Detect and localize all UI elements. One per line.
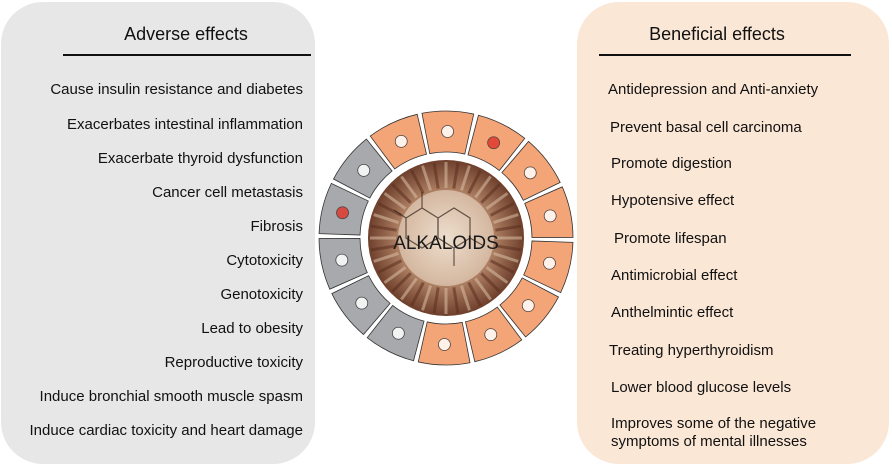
neuron-icon xyxy=(441,125,454,138)
brain-icon xyxy=(484,328,498,342)
core-ridge xyxy=(460,285,471,311)
worm-icon xyxy=(391,326,405,340)
core-ridge xyxy=(377,259,403,274)
beneficial-item: Promote digestion xyxy=(611,155,732,172)
adverse-item: Cancer cell metastasis xyxy=(152,184,303,201)
alkaloid-ring-svg: ALKALOIDS xyxy=(318,110,574,366)
thyroid-icon xyxy=(394,134,408,148)
core-ridge xyxy=(432,287,440,314)
core-ridge xyxy=(480,272,501,293)
cells-grey-icon xyxy=(336,206,349,220)
adverse-item: Lead to obesity xyxy=(201,320,303,337)
core-ridge xyxy=(495,244,522,252)
core-ridge xyxy=(432,162,440,189)
beneficial-item: Antimicrobial effect xyxy=(611,267,738,284)
core-ridge xyxy=(452,287,460,314)
adverse-item: Reproductive toxicity xyxy=(164,354,303,371)
beneficial-item: Hypotensive effect xyxy=(611,192,735,209)
core-ridge xyxy=(489,202,515,217)
alkaloids-label: ALKALOIDS xyxy=(393,233,499,254)
core-ridge xyxy=(485,266,509,284)
core-ridge xyxy=(493,213,519,224)
beneficial-effects-panel: Beneficial effects Antidepression and An… xyxy=(577,2,889,464)
adverse-item: Cytotoxicity xyxy=(226,252,303,269)
bacteria-icon xyxy=(521,299,535,313)
alkaloid-structure-icon xyxy=(393,192,485,266)
core-ridge xyxy=(373,213,399,224)
core-ridge xyxy=(485,192,509,210)
beneficial-item: Promote lifespan xyxy=(614,230,727,247)
core-ridge xyxy=(370,224,397,232)
muscle-fiber-icon xyxy=(543,209,557,223)
core-ridge xyxy=(421,165,432,191)
beneficial-item: Improves some of the negative symptoms o… xyxy=(611,415,817,450)
adverse-item: Exacerbates intestinal inflammation xyxy=(67,116,303,133)
core-ridge xyxy=(421,285,432,311)
core-highlight xyxy=(398,190,494,286)
organ-icon xyxy=(335,253,349,267)
effect-segments-ring xyxy=(318,110,574,366)
adverse-item: Induce bronchial smooth muscle spasm xyxy=(39,388,303,405)
beneficial-item: Prevent basal cell carcinoma xyxy=(610,119,802,136)
adverse-effects-panel: Adverse effects Cause insulin resistance… xyxy=(1,2,315,464)
core-texture xyxy=(370,162,522,314)
core-ridge xyxy=(391,183,412,204)
beneficial-effects-title: Beneficial effects xyxy=(649,24,785,44)
core-ridge xyxy=(400,277,418,301)
sperm-icon xyxy=(355,296,369,310)
core-ridge xyxy=(377,202,403,217)
beneficial-item: Treating hyperthyroidism xyxy=(609,342,774,359)
core-ridge xyxy=(493,252,519,263)
core-ridge xyxy=(373,252,399,263)
adverse-item: Induce cardiac toxicity and heart damage xyxy=(29,422,304,439)
adverse-title-rule xyxy=(63,54,311,56)
core-ridge xyxy=(460,165,471,191)
adverse-item: Genotoxicity xyxy=(220,286,303,303)
adverse-item: Fibrosis xyxy=(250,218,303,235)
beneficial-item: Anthelmintic effect xyxy=(611,304,734,321)
core-ridge xyxy=(383,192,407,210)
adverse-effects-title: Adverse effects xyxy=(124,24,248,44)
adverse-item: Exacerbate thyroid dysfunction xyxy=(97,150,303,167)
core-ridge xyxy=(489,259,515,274)
core-ridge xyxy=(391,272,412,293)
bone-icon xyxy=(438,338,451,351)
core-ridge xyxy=(383,266,407,284)
core-ridge xyxy=(370,244,397,252)
beneficial-item: Lower blood glucose levels xyxy=(611,379,792,396)
cells-icon xyxy=(487,136,501,150)
elderly-person-icon xyxy=(543,256,556,270)
core-ridge xyxy=(410,281,425,307)
core-ridge xyxy=(410,169,425,195)
core-ridge xyxy=(495,224,522,232)
core-ridge xyxy=(452,162,460,189)
core-ridge xyxy=(474,277,492,301)
core-ridge xyxy=(474,175,492,199)
brain-lower-icon xyxy=(357,163,371,177)
core-ridge xyxy=(400,175,418,199)
beneficial-item: Antidepression and Anti-anxiety xyxy=(608,81,819,98)
core-ridge xyxy=(480,183,501,204)
core-ridge xyxy=(467,281,482,307)
adverse-item: Cause insulin resistance and diabetes xyxy=(50,81,303,98)
intestine-icon xyxy=(523,166,537,180)
beneficial-title-rule xyxy=(599,54,851,56)
core-ridge xyxy=(467,169,482,195)
alkaloid-ring-diagram: ALKALOIDS xyxy=(318,110,574,366)
